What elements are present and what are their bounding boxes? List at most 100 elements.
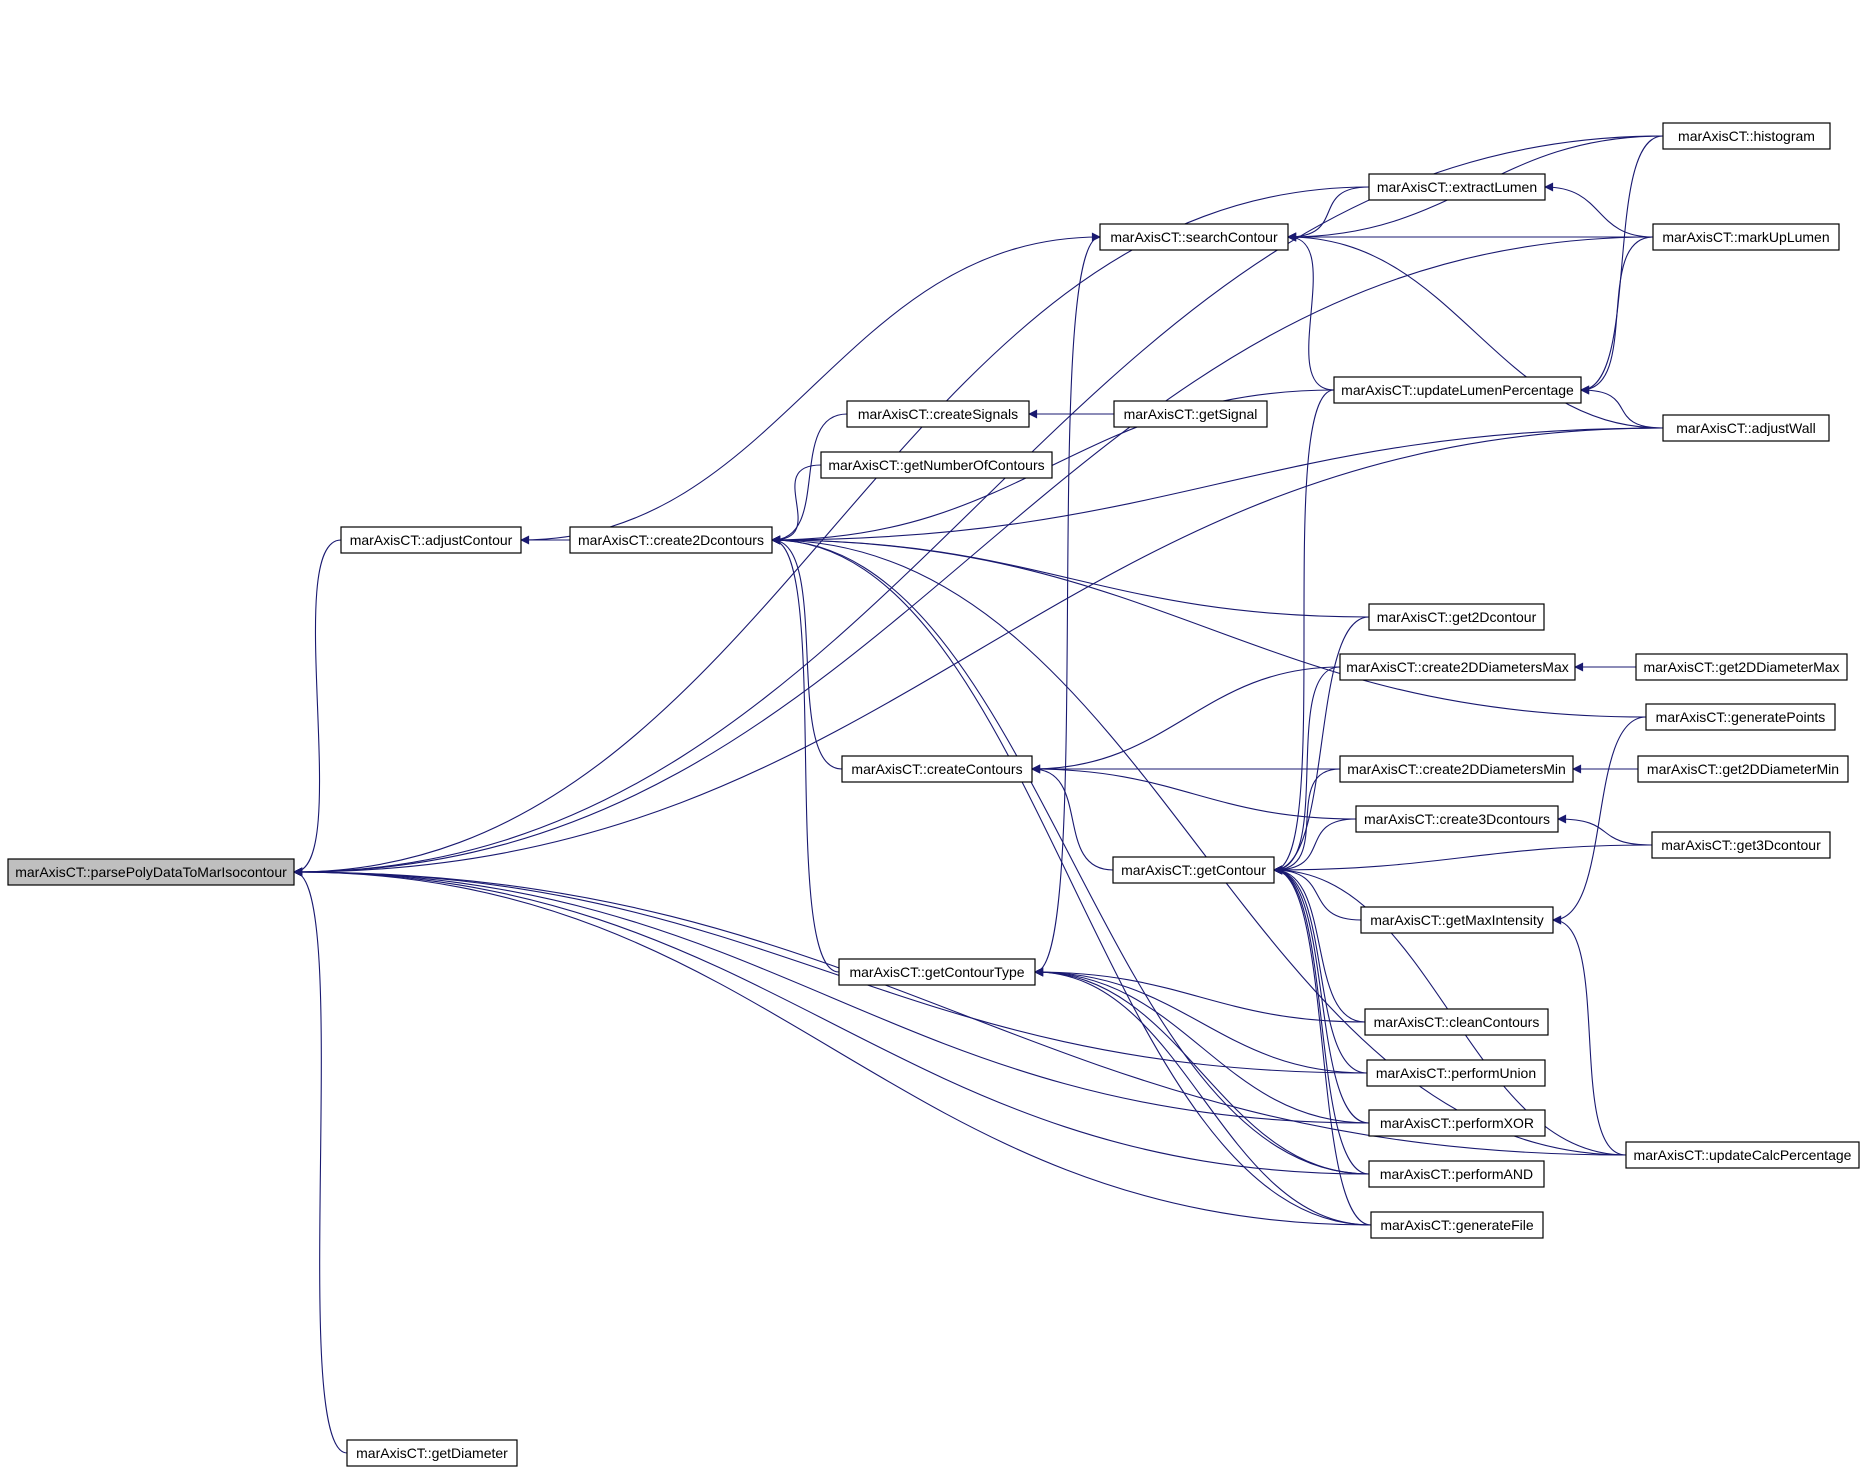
node-parse[interactable]: marAxisCT::parsePolyDataToMarIsocontour: [7, 858, 295, 886]
node-box: [1652, 223, 1840, 251]
edge-create3-dcontours-to-get-contour: [1273, 818, 1357, 875]
node-search-contour[interactable]: marAxisCT::searchContour: [1099, 223, 1289, 251]
node-perform-xor[interactable]: marAxisCT::performXOR: [1368, 1109, 1546, 1137]
node-box: [1368, 603, 1545, 631]
node-create2-ddiameters-max[interactable]: marAxisCT::create2DDiametersMax: [1339, 653, 1576, 681]
edge-perform-and-to-create2-dcontours: [771, 535, 1370, 1175]
node-histogram[interactable]: marAxisCT::histogram: [1662, 122, 1831, 150]
node-box: [841, 755, 1033, 783]
node-box: [1662, 414, 1830, 442]
node-label: marAxisCT::getContourType: [849, 964, 1024, 980]
node-label: marAxisCT::searchContour: [1110, 229, 1278, 245]
edge-perform-xor-to-parse: [293, 867, 1370, 1124]
node-create2-ddiameters-min[interactable]: marAxisCT::create2DDiametersMin: [1339, 755, 1574, 783]
node-perform-union[interactable]: marAxisCT::performUnion: [1366, 1059, 1546, 1087]
node-label: marAxisCT::updateLumenPercentage: [1341, 382, 1574, 398]
edges-layer: [293, 135, 1664, 1454]
edge-generate-file-to-get-contour: [1273, 865, 1372, 1226]
node-label: marAxisCT::get2DDiameterMin: [1647, 761, 1839, 777]
node-get-contour[interactable]: marAxisCT::getContour: [1112, 856, 1275, 884]
node-generate-points[interactable]: marAxisCT::generatePoints: [1645, 703, 1836, 731]
node-label: marAxisCT::createSignals: [858, 406, 1018, 422]
node-label: marAxisCT::updateCalcPercentage: [1634, 1147, 1852, 1163]
nodes-layer: marAxisCT::parsePolyDataToMarIsocontourm…: [7, 122, 1860, 1467]
edge-create2-ddiameters-max-to-create-contours: [1031, 666, 1341, 774]
edge-update-lumen-percentage-to-create2-dcontours: [771, 389, 1335, 545]
edge-histogram-to-update-lumen-percentage: [1580, 135, 1664, 395]
node-box: [1113, 400, 1268, 428]
node-box: [7, 858, 295, 886]
node-get-signal[interactable]: marAxisCT::getSignal: [1113, 400, 1268, 428]
edge-get-max-intensity-to-get-contour: [1273, 865, 1362, 921]
edge-generate-file-to-parse: [293, 867, 1372, 1226]
node-get2-dcontour[interactable]: marAxisCT::get2Dcontour: [1368, 603, 1545, 631]
node-box: [1645, 703, 1836, 731]
node-box: [346, 1439, 518, 1467]
node-get-contour-type[interactable]: marAxisCT::getContourType: [838, 958, 1036, 986]
edge-adjust-wall-to-parse: [293, 427, 1664, 877]
edge-get3-dcontour-to-get-contour: [1273, 844, 1653, 875]
node-get-diameter[interactable]: marAxisCT::getDiameter: [346, 1439, 518, 1467]
node-label: marAxisCT::create2Dcontours: [578, 532, 764, 548]
node-create-contours[interactable]: marAxisCT::createContours: [841, 755, 1033, 783]
edge-update-calc-percentage-to-get-max-intensity: [1552, 915, 1627, 1156]
edge-generate-points-to-get-max-intensity: [1552, 716, 1647, 925]
edge-get-contour-type-to-create2-dcontours: [771, 535, 840, 973]
edge-update-lumen-percentage-to-get-contour: [1273, 389, 1335, 875]
edge-adjust-wall-to-update-lumen-percentage: [1580, 385, 1664, 429]
node-box: [1651, 831, 1831, 859]
node-get2-ddiameter-max[interactable]: marAxisCT::get2DDiameterMax: [1635, 653, 1848, 681]
node-box: [1355, 805, 1559, 833]
node-generate-file[interactable]: marAxisCT::generateFile: [1370, 1211, 1544, 1239]
node-box: [838, 958, 1036, 986]
edge-get-number-of-contours-to-create2-dcontours: [771, 464, 822, 545]
edge-generate-file-to-get-contour-type: [1034, 967, 1372, 1226]
node-box: [1099, 223, 1289, 251]
node-label: marAxisCT::create2DDiametersMax: [1346, 659, 1569, 675]
edge-create-contours-to-create2-dcontours: [771, 535, 843, 770]
edge-create-signals-to-create2-dcontours: [771, 413, 848, 545]
edge-get-diameter-to-parse: [293, 867, 348, 1454]
node-box: [1366, 1059, 1546, 1087]
edge-adjust-contour-to-search-contour: [520, 232, 1101, 541]
node-get-max-intensity[interactable]: marAxisCT::getMaxIntensity: [1360, 906, 1554, 934]
edge-adjust-contour-to-parse: [293, 539, 342, 877]
node-label: marAxisCT::create3Dcontours: [1364, 811, 1550, 827]
node-label: marAxisCT::getSignal: [1124, 406, 1258, 422]
node-label: marAxisCT::performUnion: [1376, 1065, 1536, 1081]
node-label: marAxisCT::getContour: [1121, 862, 1266, 878]
node-label: marAxisCT::adjustWall: [1676, 420, 1816, 436]
node-perform-and[interactable]: marAxisCT::performAND: [1368, 1160, 1545, 1188]
node-create2-dcontours[interactable]: marAxisCT::create2Dcontours: [569, 526, 773, 554]
node-get2-ddiameter-min[interactable]: marAxisCT::get2DDiameterMin: [1637, 755, 1849, 783]
node-box: [1112, 856, 1275, 884]
node-label: marAxisCT::adjustContour: [350, 532, 513, 548]
node-label: marAxisCT::generatePoints: [1656, 709, 1826, 725]
node-create-signals[interactable]: marAxisCT::createSignals: [846, 400, 1030, 428]
node-extract-lumen[interactable]: marAxisCT::extractLumen: [1368, 173, 1546, 201]
edge-update-lumen-percentage-to-search-contour: [1287, 232, 1335, 391]
node-box: [1333, 376, 1582, 404]
node-clean-contours[interactable]: marAxisCT::cleanContours: [1364, 1008, 1549, 1036]
edge-get3-dcontour-to-create3-dcontours: [1557, 814, 1653, 846]
node-label: marAxisCT::cleanContours: [1374, 1014, 1540, 1030]
node-label: marAxisCT::get2DDiameterMax: [1643, 659, 1839, 675]
node-label: marAxisCT::get3Dcontour: [1661, 837, 1821, 853]
edge-perform-union-to-get-contour-type: [1034, 967, 1368, 1074]
node-get-number-of-contours[interactable]: marAxisCT::getNumberOfContours: [820, 451, 1053, 479]
node-label: marAxisCT::create2DDiametersMin: [1347, 761, 1566, 777]
node-create3-dcontours[interactable]: marAxisCT::create3Dcontours: [1355, 805, 1559, 833]
node-label: marAxisCT::getNumberOfContours: [828, 457, 1044, 473]
node-box: [1339, 755, 1574, 783]
node-update-lumen-percentage[interactable]: marAxisCT::updateLumenPercentage: [1333, 376, 1582, 404]
node-update-calc-percentage[interactable]: marAxisCT::updateCalcPercentage: [1625, 1141, 1860, 1169]
node-label: marAxisCT::getMaxIntensity: [1370, 912, 1544, 928]
edge-generate-points-to-create2-dcontours: [771, 535, 1647, 718]
node-mark-up-lumen[interactable]: marAxisCT::markUpLumen: [1652, 223, 1840, 251]
node-label: marAxisCT::performAND: [1380, 1166, 1533, 1182]
node-adjust-contour[interactable]: marAxisCT::adjustContour: [340, 526, 522, 554]
node-label: marAxisCT::histogram: [1678, 128, 1815, 144]
node-get3-dcontour[interactable]: marAxisCT::get3Dcontour: [1651, 831, 1831, 859]
node-adjust-wall[interactable]: marAxisCT::adjustWall: [1662, 414, 1830, 442]
edge-create2-ddiameters-max-to-get-contour: [1273, 666, 1341, 875]
